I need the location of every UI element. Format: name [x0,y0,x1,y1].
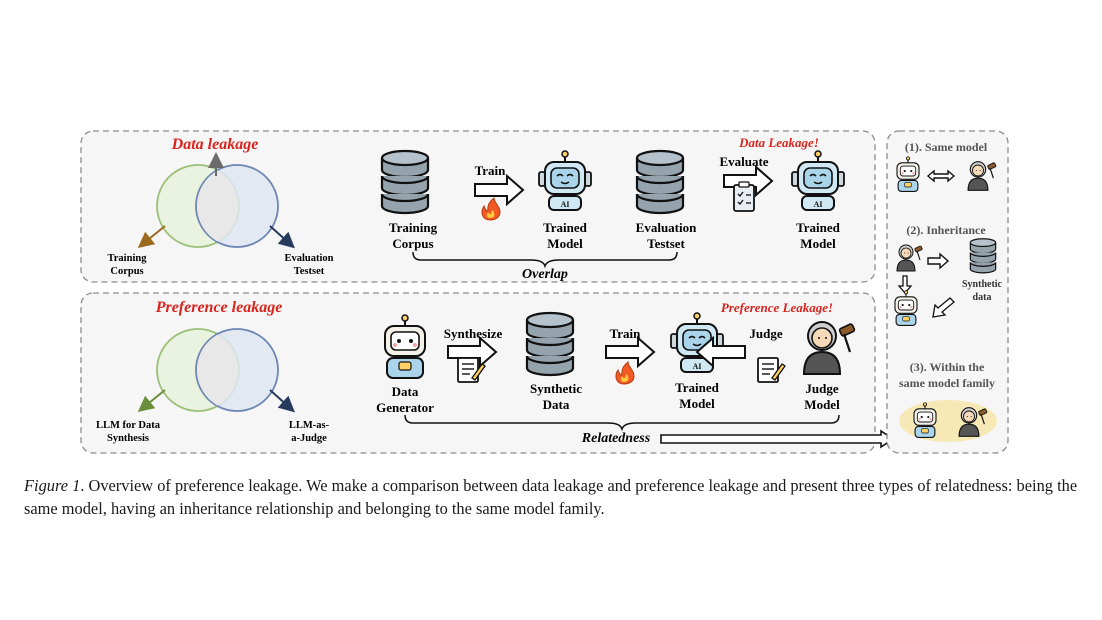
overlap-brace [412,251,678,269]
trained-model-label-2: Model [547,236,583,251]
inheritance-database-icon [969,238,997,274]
venn-label-training-corpus-2: Corpus [110,266,143,277]
data-leakage-alert: Data Leakage! [738,135,819,150]
judge-label: Judge [749,326,782,341]
trained-model-2-label-2: Model [800,236,836,251]
synthetic-data-database-icon [525,311,575,377]
within-family-label-2: same model family [899,376,995,390]
preference-leakage-title: Preference leakage [155,299,283,316]
synthesize-label: Synthesize [444,326,503,341]
relatedness-label: Relatedness [581,431,651,446]
caption-text: . Overview of preference leakage. We mak… [24,476,1078,518]
preference-leakage-alert: Preference Leakage! [721,300,833,315]
synthetic-data-label-1: Synthetic [530,381,582,396]
venn-label-evaluation-testset-1: Evaluation [284,253,333,264]
trained-model-label-1: Trained [543,220,588,235]
relatedness-types-panel [886,130,1009,454]
data-leakage-title: Data leakage [171,136,259,153]
venn-label-llm-as-judge-2: a-Judge [291,433,327,444]
training-corpus-database-icon [380,149,430,215]
evaluation-testset-database-icon [635,149,685,215]
train-label-top: Train [475,163,507,178]
inheritance-label: (2). Inheritance [906,223,986,237]
inheritance-arrow-diag-icon [932,297,955,318]
data-leakage-venn [137,152,295,249]
data-generator-label-1: Data [392,384,419,399]
overlap-label: Overlap [522,267,568,282]
same-model-label: (1). Same model [905,140,988,154]
venn-label-llm-data-synthesis-1: LLM for Data [96,420,161,431]
trained-model-bottom-label-2: Model [679,396,715,411]
judge-model-label-2: Model [804,397,840,412]
train-label-bottom: Train [610,326,642,341]
venn-label-llm-as-judge-1: LLM-as- [289,420,330,431]
evaluate-label: Evaluate [719,154,768,169]
venn-label-evaluation-testset-2: Testset [294,266,325,277]
judge-model-label-1: Judge [805,381,838,396]
figure-caption: Figure 1. Overview of preference leakage… [24,474,1084,520]
venn-label-llm-data-synthesis-2: Synthesis [107,433,149,444]
within-family-label-1: (3). Within the [910,360,985,374]
inheritance-arrow-right-icon [927,252,950,270]
clipboard-icon [733,181,755,212]
inheritance-arrow-down-icon [897,275,913,294]
relatedness-arrow [660,429,895,449]
training-corpus-label-1: Training [389,220,438,235]
evaluation-testset-label-2: Testset [647,236,685,251]
data-generator-label-2: Generator [376,400,434,415]
venn-label-training-corpus-1: Training [108,253,148,264]
preference-leakage-venn [137,328,295,413]
evaluation-testset-label-1: Evaluation [636,220,697,235]
figure-label: Figure 1 [24,476,81,495]
synthetic-data-label-2: Data [543,397,570,412]
bidirectional-arrow-icon [926,169,956,183]
side-synthetic-data-label-1: Synthetic [962,279,1003,290]
training-corpus-label-2: Corpus [392,236,433,251]
trained-model-bottom-label-1: Trained [675,380,720,395]
relatedness-brace [404,414,840,432]
side-synthetic-data-label-2: data [973,292,992,303]
trained-model-2-label-1: Trained [796,220,841,235]
